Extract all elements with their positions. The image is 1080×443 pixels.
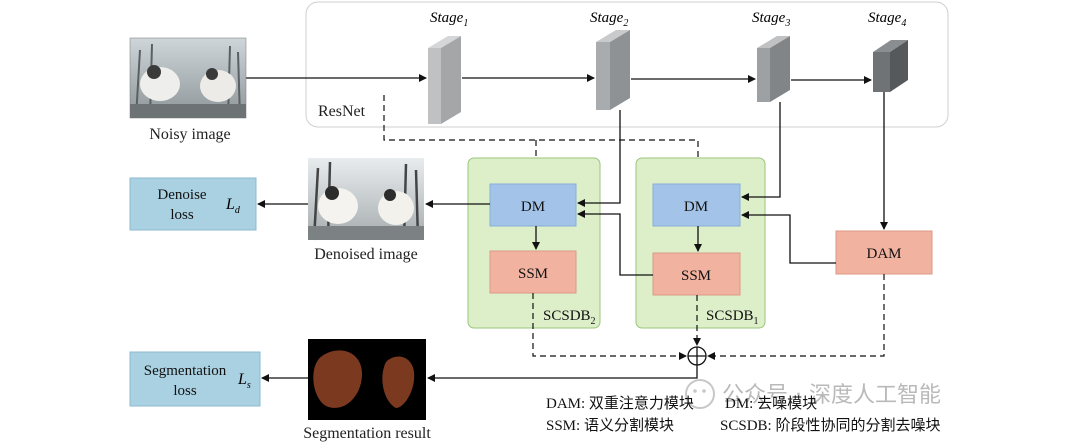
seg-loss-box <box>129 351 261 407</box>
stage1-label: Stage1 <box>430 10 468 29</box>
seg-loss-line2: loss <box>173 383 197 399</box>
dm-right-label: DM <box>684 199 708 215</box>
arrow-dam-to-right-dm <box>741 211 836 264</box>
scsdb1-label: SCSDB1 <box>706 308 759 327</box>
denoise-loss-symbol: Ld <box>225 196 241 216</box>
arrow-fusion-to-seg-result <box>427 365 698 382</box>
stage2-label: Stage2 <box>590 10 628 29</box>
dm-left-label: DM <box>521 199 545 215</box>
legend-line2-a: SSM: 语义分割模块 <box>546 417 674 434</box>
dam-box <box>835 230 933 275</box>
seg-loss-symbol: Ls <box>237 371 251 391</box>
arrow-right-ssm-to-left-dm <box>577 210 653 276</box>
arrow-stage2-to-left-dm <box>577 110 621 207</box>
stage1-block <box>428 36 461 124</box>
ssm-right-box <box>652 252 741 296</box>
ssm-left-label: SSM <box>518 266 548 282</box>
dashed-dam-to-fusion <box>707 274 885 360</box>
stage2-block <box>596 30 630 110</box>
watermark-text: 公众号 · 深度人工智能 <box>722 383 941 408</box>
wechat-icon <box>685 379 715 409</box>
legend-line1-b: DM: 去噪模块 <box>725 395 817 412</box>
dashed-left-ssm-to-fusion <box>532 293 687 360</box>
ssm-right-label: SSM <box>681 268 711 284</box>
stage4-block <box>873 40 908 92</box>
denoise-loss-line1: Denoise <box>157 187 206 203</box>
resnet-label: ResNet <box>318 103 366 120</box>
stage3-label: Stage3 <box>752 10 790 29</box>
noisy-image-caption: Noisy image <box>149 126 230 143</box>
seg-loss-line1: Segmentation <box>144 363 227 379</box>
arrow-stage3-to-right-dm <box>741 102 781 201</box>
denoise-loss-box <box>129 177 257 231</box>
scsdb2-label: SCSDB2 <box>543 308 596 327</box>
stage3-block <box>757 36 790 102</box>
segmentation-result-caption: Segmentation result <box>303 425 431 442</box>
denoised-image <box>308 158 424 241</box>
denoise-loss-line2: loss <box>170 207 194 223</box>
legend-line2-b: SCSDB: 阶段性协同的分割去噪块 <box>720 417 940 434</box>
denoised-image-caption: Denoised image <box>314 246 418 263</box>
ssm-left-box <box>489 250 577 294</box>
segmentation-result-image <box>308 339 426 420</box>
legend-line1-a: DAM: 双重注意力模块 <box>546 394 694 412</box>
dm-left-box <box>489 183 577 227</box>
dm-right-box <box>652 183 741 227</box>
dam-label: DAM <box>866 246 901 262</box>
stage4-label: Stage4 <box>868 10 906 29</box>
noisy-image <box>129 37 247 119</box>
